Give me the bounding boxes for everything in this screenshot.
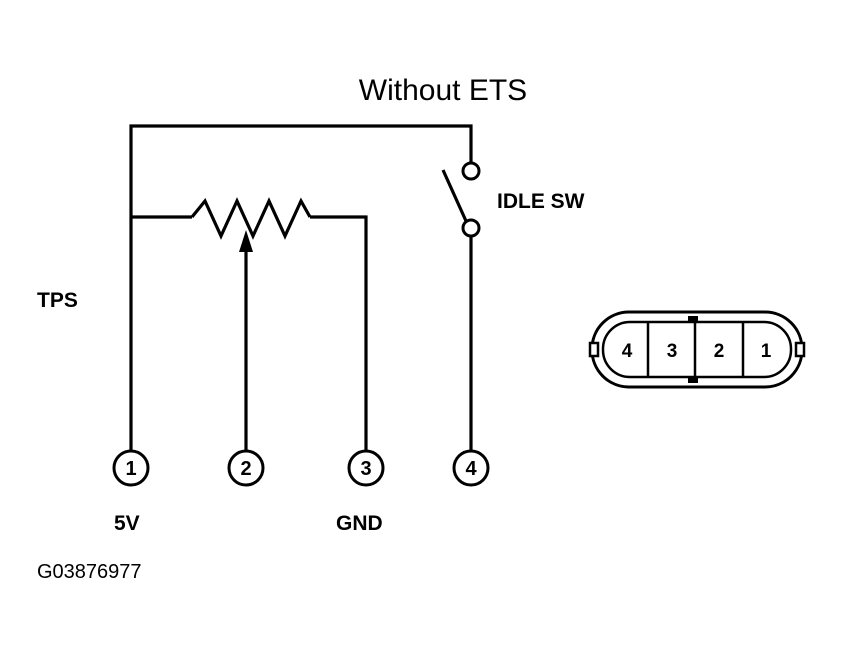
wiper-arrow bbox=[239, 230, 253, 252]
tps-label: TPS bbox=[37, 289, 78, 312]
idle-switch-blade bbox=[441, 169, 468, 222]
figure-code: G03876977 bbox=[37, 561, 142, 583]
connector-right-tab bbox=[794, 341, 806, 358]
terminal-4: 4 bbox=[452, 449, 490, 487]
connector-pin-1: 1 bbox=[761, 341, 772, 362]
connector-key-bottom bbox=[688, 376, 698, 383]
connector-pin-4: 4 bbox=[622, 341, 633, 362]
terminal-2: 2 bbox=[227, 449, 265, 487]
potentiometer-resistor bbox=[190, 197, 312, 240]
terminal-4-label: 4 bbox=[465, 458, 477, 480]
terminal-2-label: 2 bbox=[240, 458, 251, 480]
connector-face: 4 3 2 1 bbox=[588, 310, 806, 389]
wire-gnd bbox=[310, 215, 368, 452]
connector-pin-3: 3 bbox=[667, 341, 678, 362]
connector-left-tab bbox=[588, 341, 600, 358]
terminals: 1 2 3 4 bbox=[112, 449, 490, 487]
idle-switch-contact-top bbox=[461, 161, 481, 181]
terminal-1: 1 bbox=[112, 449, 150, 487]
wiring bbox=[129, 124, 481, 452]
pin1-5v-label: 5V bbox=[114, 512, 140, 535]
pin3-gnd-label: GND bbox=[336, 512, 383, 535]
diagram-title: Without ETS bbox=[359, 74, 527, 107]
idle-switch-contact-bottom bbox=[461, 218, 481, 238]
connector-key-top bbox=[688, 316, 698, 323]
terminal-1-label: 1 bbox=[125, 458, 136, 480]
idle-switch-label: IDLE SW bbox=[497, 190, 585, 213]
terminal-3: 3 bbox=[347, 449, 385, 487]
connector-pin-2: 2 bbox=[714, 341, 725, 362]
terminal-3-label: 3 bbox=[360, 458, 371, 480]
wire-5v-bus bbox=[129, 124, 473, 452]
